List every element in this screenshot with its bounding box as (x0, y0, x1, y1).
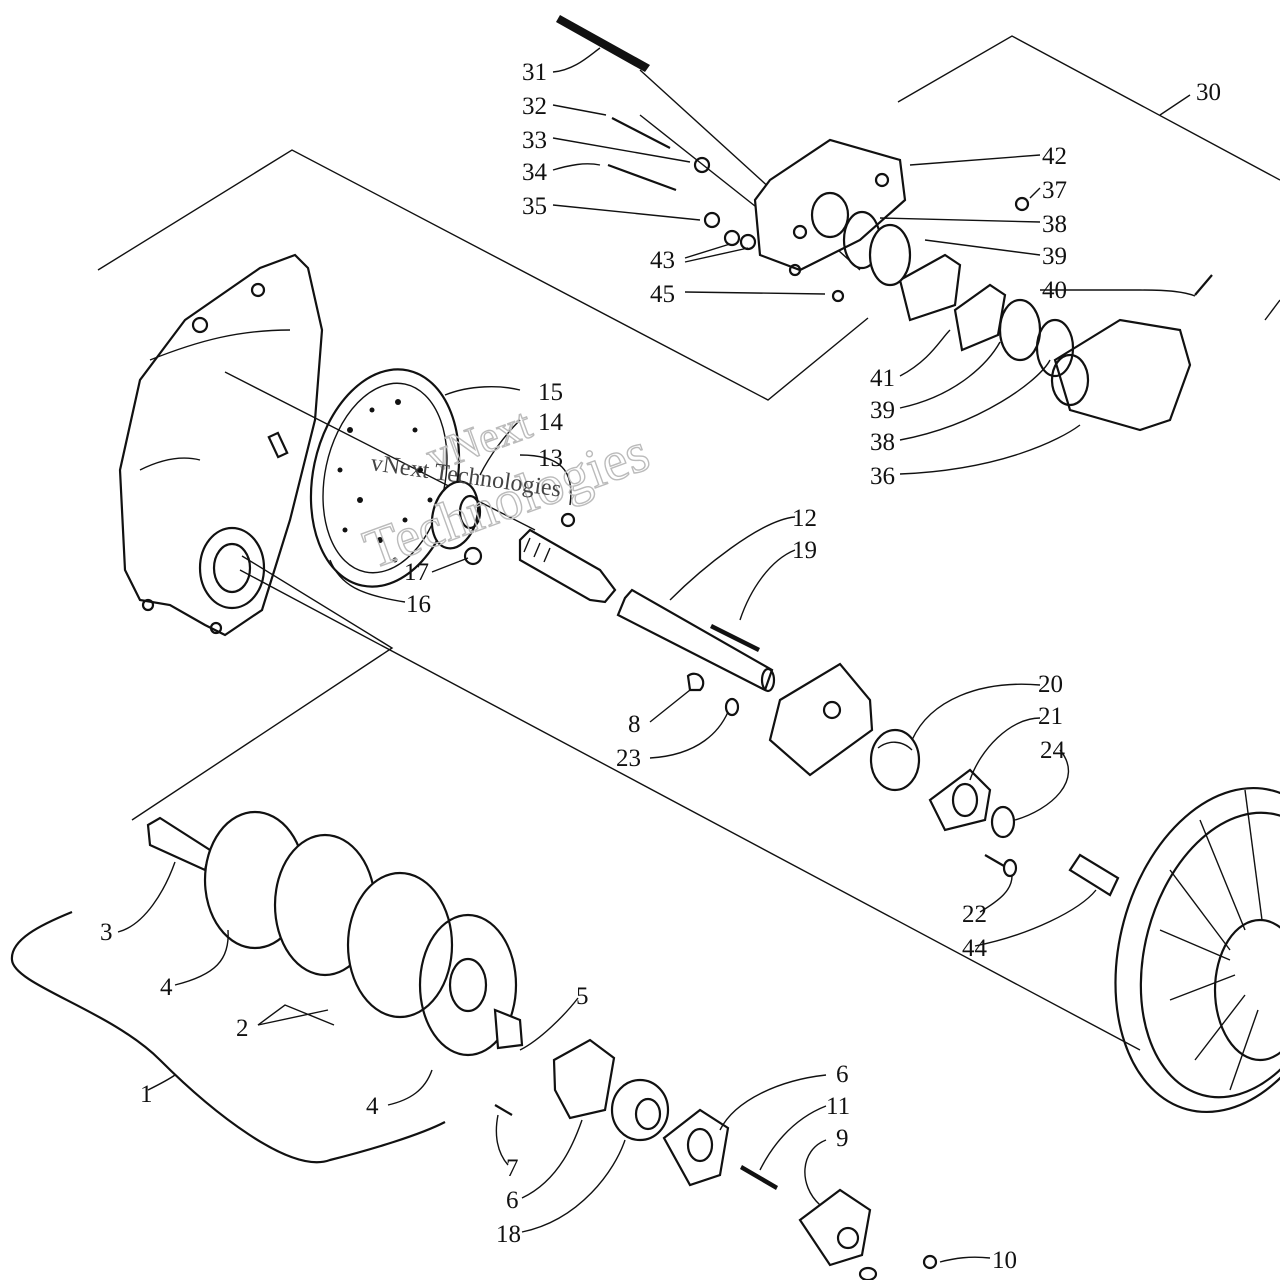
bearing-20 (869, 728, 921, 792)
pistons-seals (842, 210, 1075, 378)
callout-14: 14 (538, 409, 564, 436)
callout-35: 35 (522, 193, 547, 220)
lower-bearings (494, 1038, 938, 1280)
callout-39-top: 39 (1042, 243, 1067, 270)
callout-16: 16 (406, 591, 431, 618)
callout-34: 34 (522, 159, 548, 186)
callout-19: 19 (792, 537, 817, 564)
callout-20: 20 (1038, 671, 1063, 698)
callout-5: 5 (576, 983, 589, 1010)
callout-2: 2 (236, 1015, 249, 1042)
callout-8: 8 (628, 711, 641, 738)
callout-13: 13 (538, 445, 563, 472)
callout-4-lower: 4 (366, 1093, 379, 1120)
jackshaft-sprockets (146, 810, 524, 1057)
callout-30: 30 (1196, 79, 1221, 106)
callout-1: 1 (140, 1081, 153, 1108)
bearing-plate (768, 662, 874, 777)
flange-21 (928, 768, 1016, 839)
callout-numbers: 31 32 33 34 35 43 45 30 42 37 38 39 40 4… (100, 59, 1221, 1274)
callout-44: 44 (962, 935, 988, 962)
brake-caliper (753, 138, 907, 277)
driven-clutch (1114, 786, 1280, 1114)
callout-15: 15 (538, 379, 563, 406)
callout-4-upper: 4 (160, 974, 173, 1001)
callout-6-lower: 6 (506, 1187, 519, 1214)
callout-32: 32 (522, 93, 547, 120)
callout-31: 31 (522, 59, 547, 86)
callout-38-top: 38 (1042, 211, 1067, 238)
callout-23: 23 (616, 745, 641, 772)
caliper-hardware (556, 15, 1213, 303)
assembly-boundary-lines (97, 35, 1280, 821)
gearcase-housing (118, 253, 324, 637)
callout-11: 11 (826, 1093, 850, 1120)
callout-39-bottom: 39 (870, 397, 895, 424)
callout-12: 12 (792, 505, 817, 532)
callout-9: 9 (836, 1125, 849, 1152)
callout-18: 18 (496, 1221, 521, 1248)
callout-10: 10 (992, 1247, 1017, 1274)
callout-37: 37 (1042, 177, 1067, 204)
callout-36: 36 (870, 463, 895, 490)
callout-leaders (117, 47, 1196, 1263)
callout-33: 33 (522, 127, 547, 154)
callout-41: 41 (870, 365, 895, 392)
callout-17: 17 (404, 559, 429, 586)
shaft-sleeve (616, 588, 776, 717)
brake-pads (898, 253, 1007, 352)
callout-7: 7 (506, 1155, 519, 1182)
callout-40: 40 (1042, 277, 1067, 304)
spacer-44 (1068, 853, 1120, 897)
caliper-bracket-36 (1050, 318, 1192, 432)
assembly-bracket-1 (10, 910, 446, 1164)
callout-42: 42 (1042, 143, 1067, 170)
callout-6-upper: 6 (836, 1061, 849, 1088)
bolt-22 (984, 854, 1018, 878)
callout-22: 22 (962, 901, 987, 928)
splined-shaft (518, 528, 617, 604)
callout-45: 45 (650, 281, 675, 308)
callout-3: 3 (100, 919, 113, 946)
callout-43: 43 (650, 247, 675, 274)
callout-21: 21 (1038, 703, 1063, 730)
callout-24: 24 (1040, 737, 1066, 764)
callout-38-bottom: 38 (870, 429, 895, 456)
disc-hub (267, 431, 576, 566)
